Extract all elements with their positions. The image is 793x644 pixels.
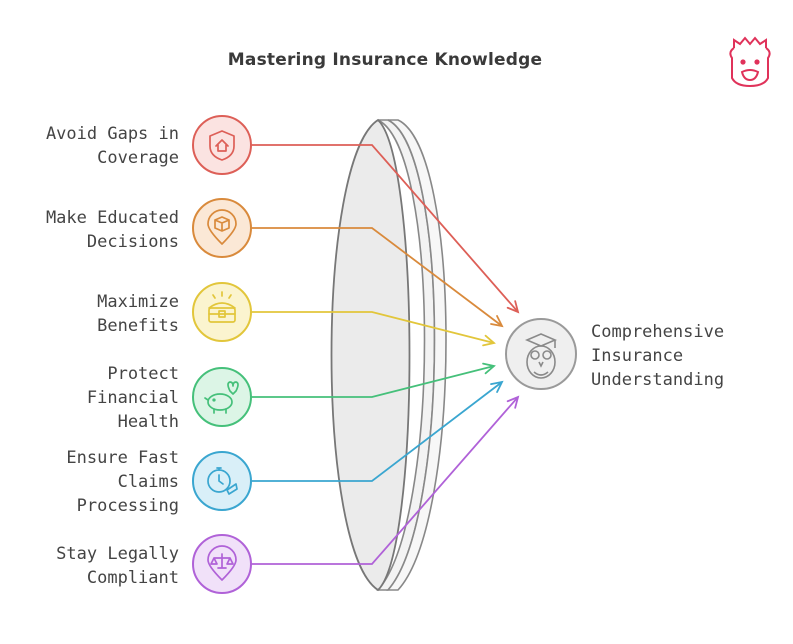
owl-graduate-icon: [524, 333, 558, 379]
arrowhead: [490, 380, 504, 393]
item-label-line: Coverage: [97, 148, 179, 168]
stopwatch-rocket-icon: [192, 451, 252, 511]
piggy-bank-heart-icon: [192, 367, 252, 427]
outcome-line: Comprehensive: [591, 322, 725, 342]
shield-house-icon: [192, 115, 252, 175]
lens-shape: [330, 118, 447, 592]
connector-line: [251, 144, 519, 313]
item-label-line: Maximize: [97, 292, 179, 312]
treasure-chest-icon: [192, 282, 252, 342]
item-icons: [192, 115, 252, 594]
item-label-line: Health: [117, 412, 179, 432]
connector-line: [251, 396, 519, 565]
item-label-line: Decisions: [86, 232, 179, 252]
item-label-line: Ensure Fast: [66, 448, 179, 468]
item-label-line: Benefits: [97, 316, 179, 336]
pin-scales-icon: [192, 534, 252, 594]
item-label-line: Compliant: [86, 568, 179, 588]
connector-line: [251, 227, 503, 327]
item-label: Avoid Gaps in Coverage: [46, 122, 179, 170]
connector-line: [251, 381, 503, 482]
item-label-line: Protect: [107, 364, 179, 384]
arrowhead: [506, 395, 520, 409]
item-label-line: Stay Legally: [56, 544, 179, 564]
diagram-title: Mastering Insurance Knowledge: [227, 50, 543, 70]
item-label-line: Financial: [86, 388, 179, 408]
connector-lines: [251, 144, 520, 565]
item-label-line: Claims: [117, 472, 179, 492]
arrowhead: [482, 362, 496, 375]
item-label-line: Avoid Gaps in: [45, 124, 179, 144]
item-label-line: Processing: [76, 496, 179, 516]
arrowhead: [482, 334, 496, 347]
outcome-line: Insurance: [591, 346, 684, 366]
outcome-node: [505, 318, 577, 390]
alpaca-logo-icon: [729, 36, 771, 88]
outcome-line: Understanding: [591, 370, 725, 390]
pin-box-icon: [192, 198, 252, 258]
outcome-label: Comprehensive Insurance Understanding: [591, 320, 724, 392]
arrowhead: [506, 300, 520, 314]
arrowhead: [490, 315, 504, 328]
connector-line: [251, 311, 495, 344]
item-label-line: Make Educated: [45, 208, 179, 228]
connector-line: [251, 365, 495, 398]
